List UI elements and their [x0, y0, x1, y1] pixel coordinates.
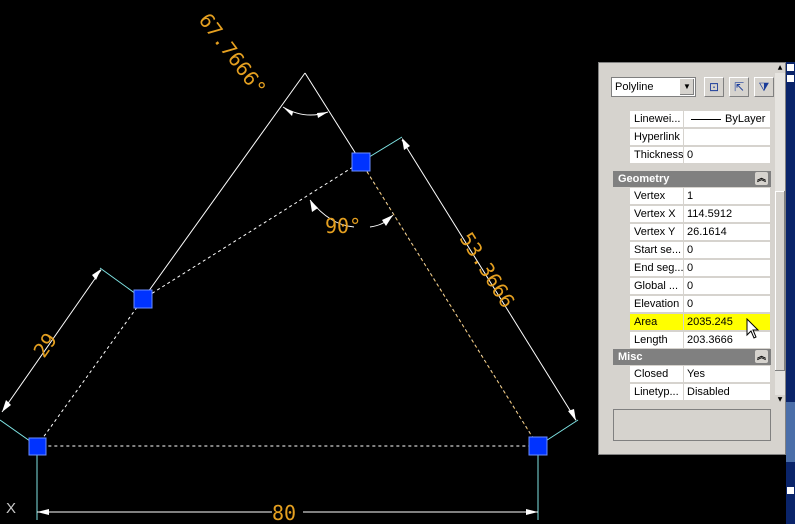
object-type-select[interactable]: Polyline ▼	[611, 77, 696, 97]
lineweight-swatch	[691, 118, 721, 120]
pickadd-filter-icon[interactable]: ⧩	[754, 77, 774, 97]
property-row[interactable]: End seg... 0	[613, 260, 771, 278]
vertex-grip[interactable]	[528, 436, 548, 456]
property-value[interactable]: Disabled	[684, 384, 770, 400]
property-value[interactable]: 0	[684, 260, 770, 276]
property-row[interactable]: Global ... 0	[613, 278, 771, 296]
property-row[interactable]: Thickness 0	[613, 147, 771, 165]
misc-rows: Closed Yes Linetyp... Disabled	[613, 366, 771, 402]
arrowhead	[310, 200, 318, 212]
vertex-grip[interactable]	[28, 437, 47, 456]
property-value[interactable]: 114.5912	[684, 206, 770, 222]
palette-scrollbar[interactable]: ▲ ▼	[775, 63, 785, 405]
ucs-x-axis-label: X	[6, 500, 17, 517]
drawing-canvas[interactable]: 67.7666° 90° 53.3666 29 80	[0, 0, 600, 524]
property-label: Vertex Y	[630, 224, 683, 240]
scroll-thumb[interactable]	[775, 191, 785, 371]
selected-polyline[interactable]	[36, 161, 539, 447]
property-value[interactable]: Yes	[684, 366, 770, 382]
arrowhead	[283, 107, 293, 116]
description-panel	[613, 409, 771, 441]
angle-dimension-right: 90°	[325, 214, 361, 238]
length-dimension-right: 53.3666	[455, 228, 520, 312]
property-value[interactable]: 0	[684, 296, 770, 312]
general-rows: Linewei... ByLayer Hyperlink Thickness 0	[613, 111, 771, 165]
arrowhead	[568, 409, 576, 421]
polyline-segment	[360, 161, 539, 447]
dimension-line	[1, 269, 102, 413]
arrowhead	[526, 509, 538, 515]
chevron-up-icon[interactable]: ︽	[755, 350, 768, 363]
chevron-down-icon[interactable]: ▼	[679, 79, 694, 95]
dimension-line	[401, 139, 577, 421]
quick-select-icon[interactable]: ⊡	[704, 77, 724, 97]
property-label: Hyperlink	[630, 129, 683, 145]
property-row[interactable]: Closed Yes	[613, 366, 771, 384]
arrowhead	[402, 138, 410, 150]
geometry-section-header[interactable]: Geometry ︽	[613, 171, 771, 187]
angle-dimension-top: 67.7666°	[194, 9, 271, 100]
property-label: End seg...	[630, 260, 683, 276]
section-title: Geometry	[618, 173, 670, 185]
section-title: Misc	[618, 351, 643, 363]
property-value[interactable]: 203.3666	[684, 332, 770, 348]
property-label: Vertex X	[630, 206, 683, 222]
property-value[interactable]	[684, 129, 770, 145]
arrowhead	[382, 215, 393, 226]
property-label: Elevation	[630, 296, 683, 312]
chevron-up-icon[interactable]: ︽	[755, 172, 768, 185]
property-label: Thickness	[630, 147, 683, 163]
property-value[interactable]: ByLayer	[684, 111, 770, 127]
close-icon[interactable]	[787, 64, 794, 71]
misc-section-header[interactable]: Misc ︽	[613, 349, 771, 365]
property-value[interactable]: 0	[684, 242, 770, 258]
palette-menu-icon[interactable]	[787, 487, 794, 494]
property-label: Length	[630, 332, 683, 348]
property-label: Start se...	[630, 242, 683, 258]
property-row[interactable]: Vertex 1	[613, 188, 771, 206]
property-value-text: ByLayer	[725, 113, 766, 125]
property-row[interactable]: Length 203.3666	[613, 332, 771, 350]
property-label: Vertex	[630, 188, 683, 204]
property-row[interactable]: Vertex X 114.5912	[613, 206, 771, 224]
property-row[interactable]: Linewei... ByLayer	[613, 111, 771, 129]
palette-title-bar[interactable]	[786, 62, 795, 524]
property-value[interactable]: 26.1614	[684, 224, 770, 240]
length-dimension-bottom: 80	[272, 501, 296, 524]
palette-rim	[598, 56, 786, 62]
geometry-rows: Vertex 1 Vertex X 114.5912 Vertex Y 26.1…	[613, 188, 771, 350]
mouse-cursor-icon	[746, 318, 760, 339]
property-row[interactable]: Linetyp... Disabled	[613, 384, 771, 402]
palette-vertical-title	[786, 402, 795, 462]
scroll-down-icon[interactable]: ▼	[775, 395, 785, 405]
arrowhead	[2, 400, 11, 412]
property-row[interactable]: Hyperlink	[613, 129, 771, 147]
object-type-value: Polyline	[615, 81, 654, 93]
vertex-grip[interactable]	[351, 152, 371, 172]
extension-line	[304, 72, 362, 163]
extension-line	[142, 72, 306, 300]
property-label: Area	[630, 314, 683, 330]
property-value[interactable]: 0	[684, 147, 770, 163]
property-label: Linetyp...	[630, 384, 683, 400]
auto-hide-icon[interactable]	[787, 75, 794, 82]
property-row[interactable]: Vertex Y 26.1614	[613, 224, 771, 242]
property-row[interactable]: Start se... 0	[613, 242, 771, 260]
property-label: Linewei...	[630, 111, 683, 127]
property-value[interactable]: 1	[684, 188, 770, 204]
arrowhead	[37, 509, 49, 515]
arrowhead	[317, 112, 328, 118]
scroll-up-icon[interactable]: ▲	[775, 63, 785, 73]
arrowhead	[92, 269, 101, 280]
properties-palette[interactable]: Polyline ▼ ⊡ ⇱ ⧩ Linewei... ByLayer Hype…	[598, 62, 786, 455]
property-value[interactable]: 0	[684, 278, 770, 294]
property-label: Closed	[630, 366, 683, 382]
property-row[interactable]: Elevation 0	[613, 296, 771, 314]
vertex-grip[interactable]	[133, 289, 153, 309]
select-objects-icon[interactable]: ⇱	[729, 77, 749, 97]
property-label: Global ...	[630, 278, 683, 294]
